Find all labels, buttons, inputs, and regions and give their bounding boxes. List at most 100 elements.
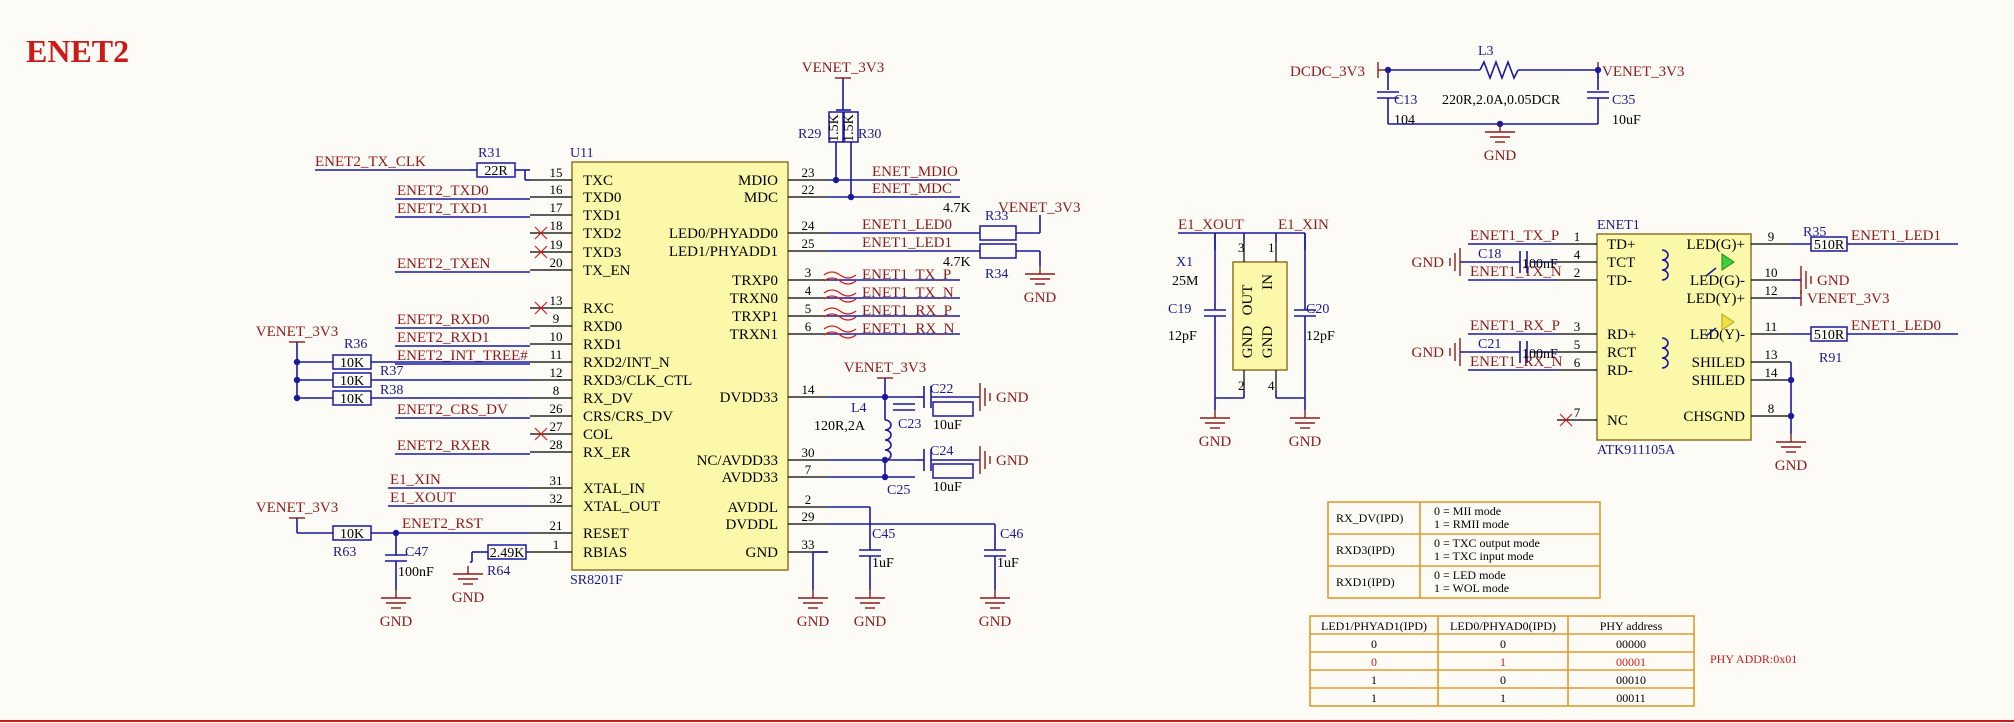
pin-name: TD+ xyxy=(1607,237,1635,253)
r34-body xyxy=(979,243,1017,259)
pin-number: 6 xyxy=(805,319,812,334)
pin-number: 8 xyxy=(1768,401,1775,416)
gnd-symbol: GND xyxy=(979,383,1029,411)
x-line xyxy=(534,301,548,315)
sheet-title: ENET2 xyxy=(26,33,129,69)
dcdc-label: DCDC_3V3 xyxy=(1290,64,1365,80)
pin-number: 11 xyxy=(1765,319,1778,334)
net-label: ENET1_TX_N xyxy=(862,285,954,301)
pin-name: RD- xyxy=(1607,363,1633,379)
c18-value: 100nF xyxy=(1522,257,1558,272)
pin-number: 19 xyxy=(550,237,563,252)
c13-ref: C13 xyxy=(1394,93,1417,108)
phy-cell: 00010 xyxy=(1616,673,1646,687)
resistor-value: 10K xyxy=(340,527,364,542)
gnd-symbol: GND xyxy=(854,590,886,630)
pin-name: TX_EN xyxy=(583,263,631,279)
pin-number: 14 xyxy=(802,382,816,397)
net-label: ENET2_TX_CLK xyxy=(315,154,426,170)
pin-name: RCT xyxy=(1607,345,1636,361)
power-symbol: VENET_3V3 xyxy=(844,360,926,379)
phy-cell: 1 xyxy=(1371,691,1377,705)
phy-cell: 0 xyxy=(1371,655,1377,669)
gnd-symbol: GND xyxy=(1024,266,1057,306)
rx-coil xyxy=(1661,337,1669,369)
gnd-symbol: GND xyxy=(1412,248,1461,276)
power-symbol: VENET_3V3 xyxy=(802,60,884,79)
pin-name: LED(G)+ xyxy=(1687,237,1745,253)
diff-wave xyxy=(823,331,857,339)
r30-value: 1.5K xyxy=(842,114,857,142)
net-label: ENET2_TXD0 xyxy=(397,183,489,199)
pin-number: 9 xyxy=(1768,229,1775,244)
pin-number: 6 xyxy=(1574,355,1581,370)
venet-label: VENET_3V3 xyxy=(998,200,1081,216)
pin-number: 4 xyxy=(1574,247,1581,262)
pin-name: MDIO xyxy=(738,173,778,189)
net-label: ENET2_RST xyxy=(402,516,483,532)
c19-value: 12pF xyxy=(1168,329,1197,344)
gnd-label: GND xyxy=(1817,273,1850,289)
pin-name: TXD1 xyxy=(583,208,621,224)
l4-ref: L4 xyxy=(851,401,867,416)
r91-ref: R91 xyxy=(1819,351,1842,366)
c24-value2: 10uF xyxy=(933,480,962,495)
l3-resistor xyxy=(1479,59,1519,81)
x1-pin-out: OUT xyxy=(1240,285,1256,316)
strap-mode: 0 = MII mode xyxy=(1434,504,1501,518)
r38-ref: R38 xyxy=(380,383,403,398)
gnd-label: GND xyxy=(452,590,485,606)
c23 xyxy=(893,403,915,411)
no-connect-mark xyxy=(534,226,548,240)
strap-mode: 1 = WOL mode xyxy=(1434,581,1509,595)
gnd-label: GND xyxy=(797,614,830,630)
pin-name: RXD2/INT_N xyxy=(583,355,670,371)
pin-number: 2 xyxy=(805,492,812,507)
pin-number: 3 xyxy=(1238,240,1245,255)
gnd-label: GND xyxy=(1024,290,1057,306)
pin-name: TRXP0 xyxy=(732,273,778,289)
c22-ref: C22 xyxy=(930,382,953,397)
l3-value: 220R,2.0A,0.05DCR xyxy=(1442,93,1561,108)
junction-dot xyxy=(881,473,889,481)
pin-name: LED1/PHYADD1 xyxy=(669,244,778,260)
pin-name: LED(G)- xyxy=(1690,273,1745,289)
pin-number: 21 xyxy=(550,518,563,533)
net-label: ENET2_CRS_DV xyxy=(397,402,508,418)
pin-number: 31 xyxy=(550,473,563,488)
gnd-symbol: GND xyxy=(1800,266,1850,294)
pin-name: NC/AVDD33 xyxy=(697,453,778,469)
strap-mode: 0 = LED mode xyxy=(1434,568,1506,582)
x-line xyxy=(534,245,548,259)
u11-ref: U11 xyxy=(570,146,594,161)
c25-ref: C25 xyxy=(887,483,910,498)
power-label: VENET_3V3 xyxy=(256,500,339,516)
pin-number: 3 xyxy=(805,265,812,280)
diff-pair-mark xyxy=(823,307,857,321)
diff-pair-mark xyxy=(823,325,857,339)
pin-name: RXC xyxy=(583,301,614,317)
gnd-symbol: GND xyxy=(380,590,412,630)
net-label: ENET_MDC xyxy=(872,181,952,197)
r31-ref: R31 xyxy=(478,146,501,161)
strap-pin: RXD1(IPD) xyxy=(1336,575,1395,589)
phy-header: LED0/PHYAD0(IPD) xyxy=(1450,619,1556,633)
c18-ref: C18 xyxy=(1478,247,1501,262)
phy-cell: 00000 xyxy=(1616,637,1646,651)
pin-number: 13 xyxy=(1765,347,1778,362)
c47-ref: C47 xyxy=(405,545,428,560)
c35-ref: C35 xyxy=(1612,93,1635,108)
phy-cell: 0 xyxy=(1500,637,1506,651)
gnd-label: GND xyxy=(979,614,1012,630)
pin-number: 23 xyxy=(802,165,815,180)
r64-value: 2.49K xyxy=(490,546,525,561)
phy-table-frame xyxy=(1309,615,1695,707)
tx-coil xyxy=(1661,249,1669,281)
pin-number: 25 xyxy=(802,236,815,251)
enet1-part: ATK911105A xyxy=(1597,443,1676,458)
venet-label: VENET_3V3 xyxy=(1602,64,1685,80)
pin-name: RXD3/CLK_CTL xyxy=(583,373,692,389)
pin-name: RESET xyxy=(583,526,629,542)
pin-number: 28 xyxy=(550,437,563,452)
